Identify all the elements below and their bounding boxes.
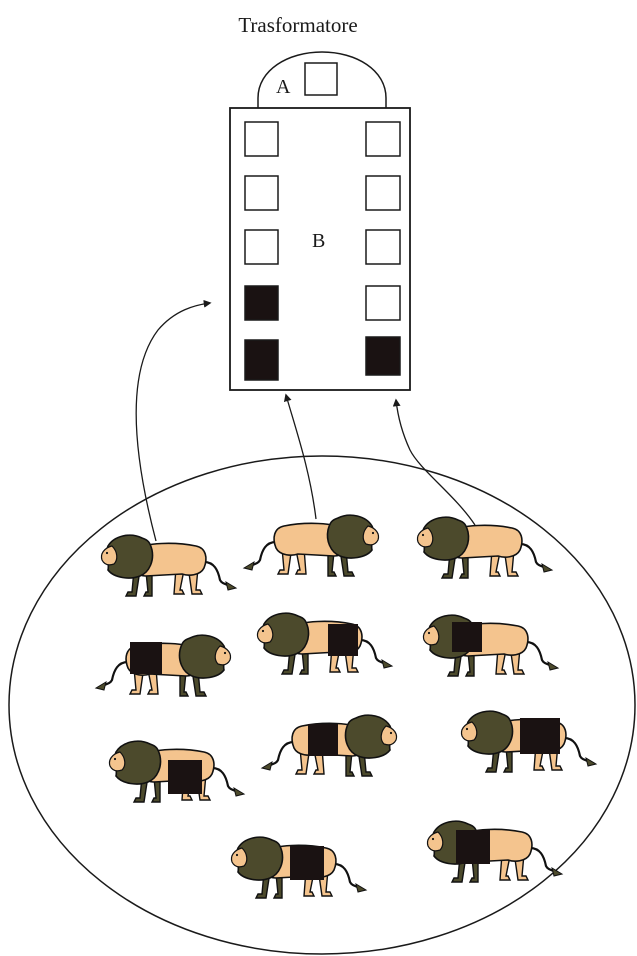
slot-a-empty xyxy=(304,62,338,96)
slot-right-5-filled xyxy=(365,336,401,376)
lion-mark xyxy=(130,642,162,674)
lion-mark xyxy=(456,830,490,864)
slot-right-2-empty xyxy=(365,175,401,211)
slot-left-5-filled xyxy=(244,339,279,381)
lion-unmarked xyxy=(100,534,238,598)
lion-layer xyxy=(96,515,598,900)
slot-right-1-empty xyxy=(365,121,401,157)
lion-marked xyxy=(422,614,560,678)
lion-mark xyxy=(168,760,202,794)
slot-left-1-empty xyxy=(244,121,279,157)
lion-unmarked xyxy=(244,515,379,576)
lion-marked xyxy=(262,715,397,776)
lion-mark xyxy=(328,624,358,656)
lion-marked xyxy=(96,635,231,696)
lion-marked xyxy=(230,836,368,900)
lion-unmarked xyxy=(416,516,554,580)
slot-right-3-empty xyxy=(365,229,401,265)
slot-layer xyxy=(244,62,401,381)
slot-left-4-filled xyxy=(244,285,279,321)
label-a: A xyxy=(276,76,291,98)
label-b: B xyxy=(312,230,325,252)
slot-right-4-empty xyxy=(365,285,401,321)
population-ellipse xyxy=(8,455,636,955)
arrow-to-bottom-right xyxy=(392,398,476,526)
lion-marked xyxy=(460,710,598,774)
lion-mark xyxy=(520,718,560,754)
lion-mark xyxy=(452,622,482,652)
transformer-arch xyxy=(257,51,387,108)
lion-marked xyxy=(108,740,246,804)
arrow-to-left-slot xyxy=(135,299,212,542)
lion-mark xyxy=(308,724,338,756)
slot-left-2-empty xyxy=(244,175,279,211)
slot-left-3-empty xyxy=(244,229,279,265)
arrow-to-bottom-left xyxy=(283,393,317,520)
lion-mark xyxy=(290,846,324,880)
lion-marked xyxy=(256,612,394,676)
diagram-title: Trasformatore xyxy=(238,13,357,37)
lion-marked xyxy=(426,820,564,884)
